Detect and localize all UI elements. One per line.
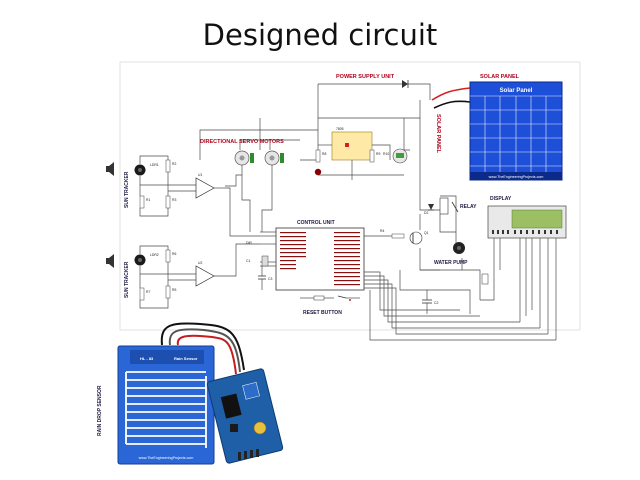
control-unit-label: CONTROL UNIT bbox=[297, 220, 335, 226]
rain-sensor-url: www.TheEngineeringProjects.com bbox=[139, 456, 194, 460]
voltage-regulator-icon bbox=[331, 131, 373, 161]
r1-resistor bbox=[139, 195, 145, 209]
u2-label: U2 bbox=[198, 261, 202, 265]
power-supply-unit-label: POWER SUPPLY UNIT bbox=[336, 74, 395, 80]
r7-resistor bbox=[139, 287, 145, 301]
relay-coil bbox=[439, 197, 459, 215]
microcontroller-chip-icon bbox=[275, 227, 365, 291]
rain-sensor-wires bbox=[160, 322, 245, 375]
speaker-icon bbox=[106, 254, 114, 268]
r3-resistor bbox=[165, 195, 171, 209]
diagram-frame bbox=[119, 61, 581, 331]
r2-resistor bbox=[165, 159, 171, 173]
r8-label: R8 bbox=[322, 152, 326, 156]
solar-panel-heading: SOLAR PANEL bbox=[480, 74, 520, 80]
rain-drop-sensor-label: RAIN DROP SENSOR bbox=[97, 385, 103, 436]
c2-capacitor bbox=[422, 290, 432, 314]
lcd-display-icon bbox=[487, 205, 567, 239]
u2-opamp bbox=[195, 265, 215, 287]
rain-sensor-module bbox=[206, 368, 284, 464]
solar-panel-url: www.TheEngineeringProjects.com bbox=[489, 175, 544, 179]
solar-lead-black bbox=[433, 100, 471, 109]
tracker-1-wires bbox=[139, 155, 225, 217]
relay-label: RELAY bbox=[460, 204, 477, 210]
r6-resistor bbox=[165, 249, 171, 263]
servo-motor-icon bbox=[234, 150, 254, 166]
r5-label: R5 bbox=[172, 288, 176, 292]
servo-wires bbox=[225, 165, 273, 232]
lcd-wires bbox=[480, 238, 557, 340]
solar-lead-red bbox=[431, 87, 471, 101]
power-supply-wires bbox=[199, 83, 440, 211]
servo-motors-label: DIRECTIONAL SERVO MOTORS bbox=[200, 139, 284, 145]
c3-capacitor bbox=[258, 266, 266, 290]
slide-title: Designed circuit bbox=[202, 18, 438, 52]
mcu-pin-wires bbox=[260, 231, 556, 341]
r9-resistor bbox=[369, 149, 375, 163]
ldr2-label: LDR2 bbox=[150, 253, 159, 257]
reset-button-switch bbox=[300, 295, 360, 301]
power-diode bbox=[402, 80, 409, 88]
u1-label: U1 bbox=[198, 173, 202, 177]
solar-panel-box-label: Solar Panel bbox=[500, 88, 533, 94]
crystal bbox=[261, 255, 269, 267]
d2-diode bbox=[428, 204, 434, 211]
r2-label: R2 bbox=[172, 162, 176, 166]
u1-opamp bbox=[195, 177, 215, 199]
ground-wires bbox=[399, 269, 481, 314]
sun-tracker-2-label: SUN TRACKER bbox=[124, 261, 130, 298]
rain-sensor-board-label: Rain Sensor bbox=[174, 356, 198, 361]
r3-label: R3 bbox=[172, 198, 176, 202]
speaker-icon bbox=[106, 162, 114, 176]
r4-label: R4 bbox=[380, 229, 384, 233]
ldr1-label: LDR1 bbox=[150, 163, 159, 167]
rain-sensor-board bbox=[117, 345, 215, 465]
d2-label: D2 bbox=[424, 211, 428, 215]
r7-label: R7 bbox=[146, 290, 150, 294]
display-label: DISPLAY bbox=[490, 196, 512, 202]
r6-label: R6 bbox=[172, 252, 176, 256]
meter-icon bbox=[392, 148, 408, 164]
r10-label: R10 bbox=[383, 152, 389, 156]
tracker-2-wires bbox=[139, 187, 260, 309]
sun-tracker-1-label: SUN TRACKER bbox=[124, 171, 130, 208]
rain-sensor-model: HL - 83 bbox=[140, 356, 154, 361]
dir-label: DIR bbox=[246, 241, 252, 245]
lcd-contrast-pot bbox=[481, 273, 489, 285]
r4-resistor bbox=[391, 233, 405, 239]
ldr-sensor-icon bbox=[134, 254, 146, 266]
solar-panel bbox=[469, 81, 563, 181]
regulator-label: 7805 bbox=[336, 127, 344, 131]
ldr-sensor-icon bbox=[134, 164, 146, 176]
q1-transistor bbox=[409, 231, 423, 245]
c2-label: C2 bbox=[434, 301, 438, 305]
power-led bbox=[314, 168, 322, 176]
water-pump-icon bbox=[453, 242, 465, 254]
r9-label: R9 bbox=[376, 152, 380, 156]
water-pump-label: WATER PUMP bbox=[434, 260, 468, 266]
r5-resistor bbox=[165, 285, 171, 299]
solar-panel-vertical-label: SOLAR PANEL bbox=[435, 114, 441, 154]
regulator-wires bbox=[318, 144, 404, 180]
reset-button-label: RESET BUTTON bbox=[303, 310, 342, 316]
c3-label: C3 bbox=[268, 277, 272, 281]
servo-motor-icon bbox=[264, 150, 284, 166]
q1-label: Q1 bbox=[424, 231, 429, 235]
r8-resistor bbox=[315, 149, 321, 163]
r1-label: R1 bbox=[146, 198, 150, 202]
c1-label: C1 bbox=[246, 259, 250, 263]
